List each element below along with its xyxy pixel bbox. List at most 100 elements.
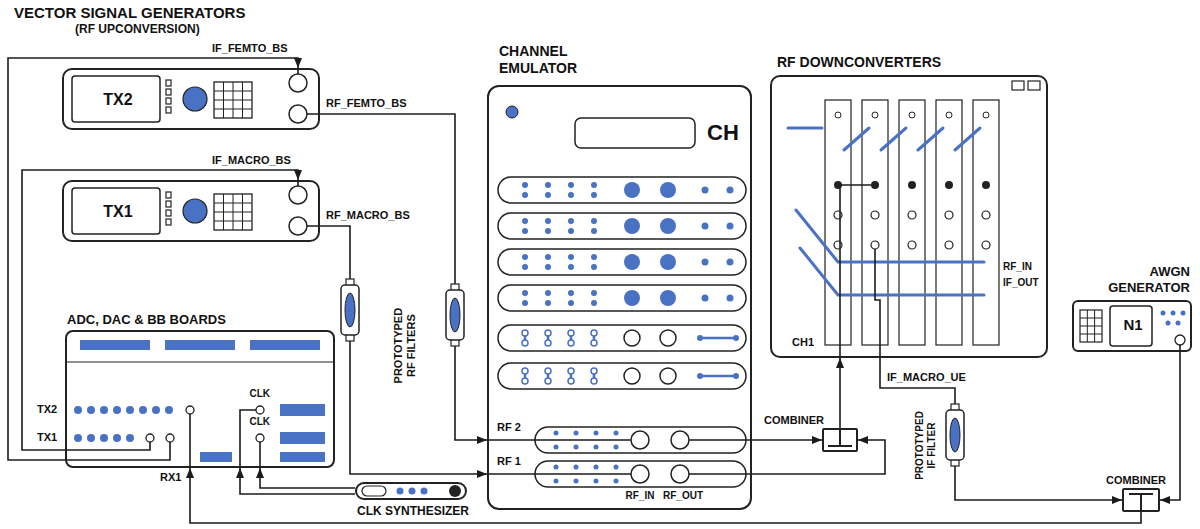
baseband-rack: ADC, DAC & BB BOARDS xyxy=(65,330,335,468)
status-block xyxy=(1012,81,1024,90)
signal-generator: TX2 xyxy=(62,68,320,130)
clock-output xyxy=(449,485,461,497)
board-chip xyxy=(280,404,325,416)
display-slot xyxy=(362,486,386,496)
emulator-module xyxy=(498,249,746,275)
signal-generator-panel xyxy=(72,68,320,123)
emulator-module xyxy=(498,177,746,203)
port-name: CLK xyxy=(250,416,271,428)
channel-emulator-front xyxy=(487,106,752,487)
port-name: RF 1 xyxy=(497,455,521,468)
if-filter xyxy=(946,404,964,466)
combiner-label: COMBINER xyxy=(1106,474,1166,487)
emulator-rf-module xyxy=(487,427,752,453)
if-cabling xyxy=(796,210,984,295)
signal-generator: TX1 xyxy=(62,180,320,242)
port-group-name: TX2 xyxy=(37,403,57,416)
device-heading: CHANNEL EMULATOR xyxy=(499,43,609,77)
signal-wire xyxy=(839,358,841,428)
board-pins xyxy=(74,406,173,442)
signal-generator-panel xyxy=(72,180,320,235)
display-screen xyxy=(575,118,695,148)
channel-emulator: CHANNEL EMULATORCH xyxy=(487,85,752,510)
port-name: RX1 xyxy=(160,471,181,484)
board-chip xyxy=(280,452,325,462)
port-name: RF 2 xyxy=(497,421,521,434)
power-led xyxy=(506,106,518,118)
baseband-boards xyxy=(65,340,335,468)
device-heading: RF DOWNCONVERTERS xyxy=(777,54,941,70)
emulator-module xyxy=(498,285,746,311)
instrument-name: TX1 xyxy=(74,203,162,221)
downconverter-module xyxy=(936,100,962,345)
buttons xyxy=(1161,311,1186,326)
emulator-module xyxy=(498,325,746,351)
signal-wire xyxy=(320,226,487,474)
downconverter-module xyxy=(973,100,999,345)
downconverter-module xyxy=(862,100,888,345)
downconverter-rack: RF DOWNCONVERTERSCH1 xyxy=(770,75,1048,358)
keypad xyxy=(1080,310,1102,342)
board-chip xyxy=(250,340,320,350)
port-name: CLK xyxy=(250,388,271,400)
board-chip xyxy=(80,340,150,350)
combiner: COMBINER xyxy=(1122,488,1160,512)
board-wires xyxy=(65,410,260,468)
port-name: RF_IN xyxy=(1003,261,1032,273)
combiner-label: COMBINER xyxy=(764,414,824,427)
group-subtitle: (RF UPCONVERSION) xyxy=(75,23,200,37)
downconverter-chassis xyxy=(788,81,1040,358)
emulator-module xyxy=(498,213,746,239)
board-chip xyxy=(280,432,325,444)
filter-label: PROTOTYPED IF FILTER xyxy=(914,408,937,482)
combiner-symbol xyxy=(828,428,852,446)
emulator-module xyxy=(498,363,746,389)
port-name: RF_OUT xyxy=(663,490,703,502)
signal-wire xyxy=(260,468,355,488)
clock-synthesizer: CLK SYNTHESIZER xyxy=(355,482,467,500)
signal-wire xyxy=(320,114,487,440)
port-wire xyxy=(840,185,880,358)
signal-name: IF_MACRO_BS xyxy=(212,154,291,167)
board-ports xyxy=(146,406,264,442)
instrument-name: TX2 xyxy=(74,91,162,109)
signal-wire xyxy=(880,358,1122,500)
button xyxy=(409,488,416,495)
instrument-name: N1 xyxy=(1112,316,1154,333)
signal-wire xyxy=(752,440,885,474)
downconverter-module xyxy=(825,100,851,345)
combiner: COMBINER xyxy=(822,428,858,452)
noise-generator: AWGN GENERATORN1 xyxy=(1072,300,1192,352)
signal-name: IF_FEMTO_BS xyxy=(212,42,288,55)
noise-output xyxy=(1175,335,1185,345)
clock-synthesizer-front xyxy=(362,485,461,497)
group-heading: ADC, DAC & BB BOARDS xyxy=(67,313,226,328)
filter-label: PROTOTYPED RF FILTERS xyxy=(392,303,417,387)
rf-filter xyxy=(341,279,359,341)
signal-name: RF_FEMTO_BS xyxy=(326,97,406,110)
port-name: IF_OUT xyxy=(1003,277,1039,289)
group-title: VECTOR SIGNAL GENERATORS xyxy=(14,4,245,21)
port-name: RF_IN xyxy=(626,490,655,502)
signal-wire xyxy=(240,468,355,494)
device-heading: AWGN GENERATOR xyxy=(1090,264,1190,296)
port-group-name: TX1 xyxy=(37,431,57,444)
emulator-rf-module xyxy=(487,461,752,487)
keypad-grid xyxy=(1080,310,1102,342)
rf-filter xyxy=(446,284,464,346)
button xyxy=(421,488,428,495)
awgn-front xyxy=(1080,306,1186,352)
board-chip xyxy=(200,452,232,462)
button xyxy=(397,488,404,495)
board-divider xyxy=(65,361,335,362)
device-heading: CLK SYNTHESIZER xyxy=(347,505,479,519)
board-chip xyxy=(165,340,235,350)
lo-cabling xyxy=(788,128,980,150)
signal-name: RF_MACRO_BS xyxy=(326,209,410,222)
signal-name: IF_MACRO_UE xyxy=(887,371,966,384)
device-id: CH xyxy=(707,120,739,145)
channel-id: CH1 xyxy=(792,336,814,349)
downconverter-module xyxy=(899,100,925,345)
status-block xyxy=(1028,81,1040,90)
